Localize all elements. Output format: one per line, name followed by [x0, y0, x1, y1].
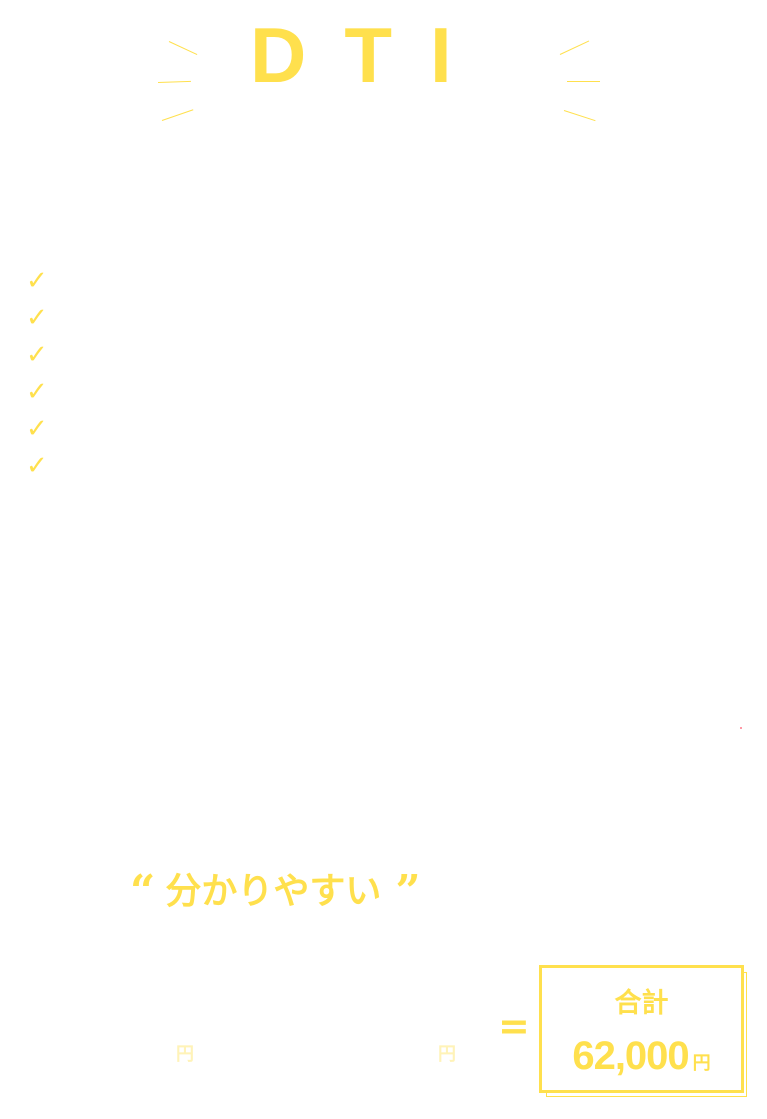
tagline-text: 分かりやすい — [165, 871, 382, 912]
checklist-item: ✓ — [26, 414, 86, 451]
check-icon: ✓ — [26, 414, 48, 444]
total-unit: 円 — [692, 1053, 711, 1074]
check-icon: ✓ — [26, 377, 48, 407]
logo-ray-left-bottom — [161, 109, 194, 121]
checklist-item: ✓ — [26, 266, 86, 303]
tagline-close-quote: ” — [395, 866, 421, 917]
logo-ray-left-top — [168, 41, 198, 56]
dti-logo: DTI — [250, 11, 490, 99]
logo-ray-left-middle — [157, 80, 191, 83]
first-price-unit: 円 — [176, 1044, 194, 1065]
second-price-unit: 円 — [438, 1044, 456, 1065]
decorative-dot — [740, 727, 742, 729]
total-label: 合計 — [614, 988, 669, 1019]
check-icon: ✓ — [26, 451, 48, 481]
logo-ray-right-top — [559, 40, 590, 55]
equals-sign: = — [498, 1004, 530, 1048]
check-icon: ✓ — [26, 266, 48, 296]
checklist-item: ✓ — [26, 451, 86, 488]
checklist-item: ✓ — [26, 340, 86, 377]
total-value: 62,000 — [572, 1034, 689, 1078]
check-icon: ✓ — [26, 340, 48, 370]
logo-ray-right-bottom — [563, 110, 596, 122]
checklist-item: ✓ — [26, 377, 86, 414]
checklist-item: ✓ — [26, 303, 86, 340]
feature-checklist: ✓ ✓ ✓ ✓ ✓ ✓ — [26, 266, 86, 488]
check-icon: ✓ — [26, 303, 48, 333]
tagline-open-quote: “ — [130, 866, 156, 917]
tagline: “分かりやすい ” — [130, 862, 421, 922]
logo-ray-right-middle — [567, 81, 600, 82]
